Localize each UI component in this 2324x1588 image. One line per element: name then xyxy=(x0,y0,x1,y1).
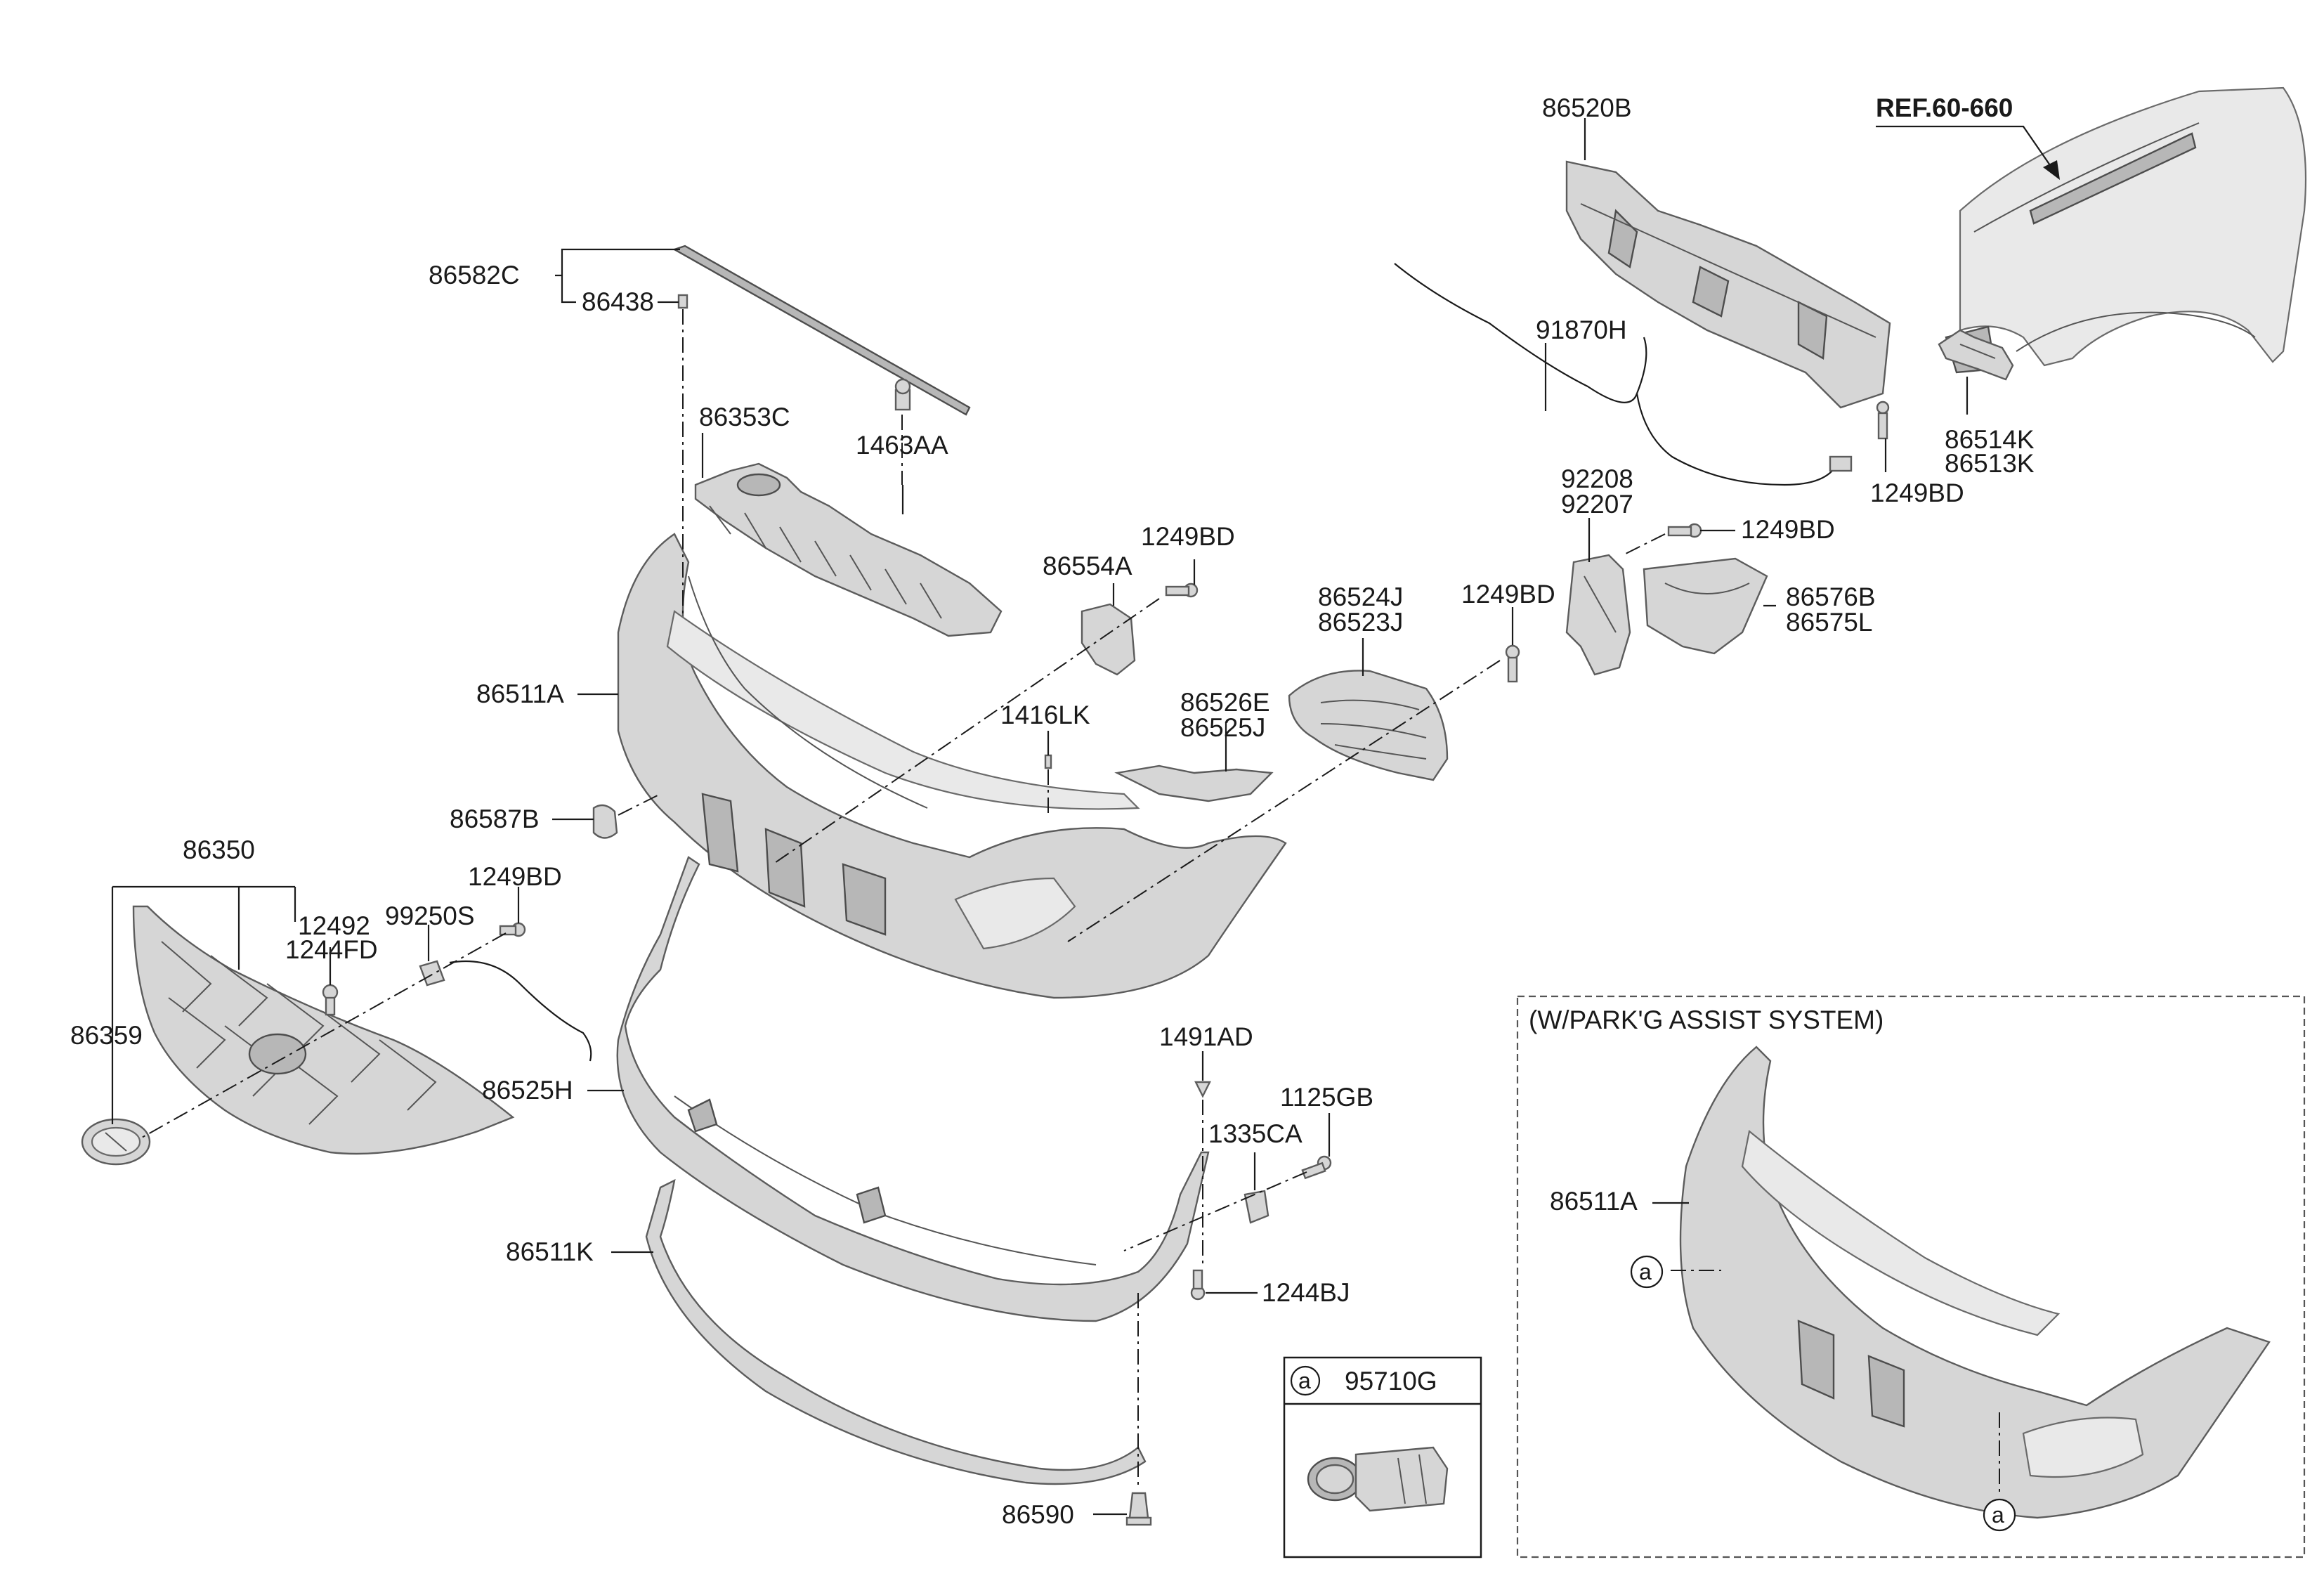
side-cover xyxy=(1643,557,1768,655)
center-bracket xyxy=(1081,603,1136,676)
part-labels: REF.60-660 86520B 86582C 86438 91870H 86… xyxy=(70,93,2035,1529)
lamp-trim xyxy=(1114,764,1274,802)
label-1249BD-top: 1249BD xyxy=(1141,522,1235,551)
label-86524J: 86524J xyxy=(1318,583,1403,611)
bracket-bolt xyxy=(1667,523,1702,538)
energy-absorber xyxy=(1565,160,1891,409)
label-86353C: 86353C xyxy=(699,403,790,431)
label-86350: 86350 xyxy=(183,835,255,864)
label-86590: 86590 xyxy=(1002,1500,1074,1529)
label-86587B: 86587B xyxy=(450,805,540,833)
fender-bracket xyxy=(1938,329,2014,381)
fender-bolt xyxy=(1876,401,1890,440)
leader-lines xyxy=(111,118,2060,1516)
bracket-nut xyxy=(1243,1190,1269,1224)
label-86582C: 86582C xyxy=(429,261,520,289)
sensor-box xyxy=(1283,1356,1482,1558)
label-92207: 92207 xyxy=(1561,490,1633,519)
emblem xyxy=(81,1118,151,1166)
sensor-box-part-label: 95710G xyxy=(1345,1367,1437,1395)
sensor-box-marker-circle xyxy=(1290,1365,1321,1396)
label-1416LK: 1416LK xyxy=(1000,701,1090,729)
label-1491AD: 1491AD xyxy=(1159,1022,1253,1051)
label-1249BD-bracket: 1249BD xyxy=(1741,515,1835,544)
skid-plate xyxy=(645,1178,1147,1485)
sensor-box-marker: a xyxy=(1298,1368,1311,1393)
label-1244FD: 1244FD xyxy=(285,935,378,964)
assembly-lines xyxy=(140,309,2000,1497)
radiator-grille xyxy=(132,905,515,1155)
fog-lamp-bolt xyxy=(1505,644,1520,683)
inset-marker-2: a xyxy=(1992,1502,2004,1528)
inset-frame xyxy=(1516,995,2306,1558)
bottom-clip xyxy=(1125,1492,1152,1526)
label-1335CA: 1335CA xyxy=(1208,1119,1303,1148)
fog-lamp-cover xyxy=(1288,670,1449,781)
label-1125GB: 1125GB xyxy=(1280,1083,1373,1112)
lower-bumper xyxy=(616,856,1210,1322)
label-86525J: 86525J xyxy=(1180,713,1265,742)
grille-clip xyxy=(894,378,911,411)
lower-bolt xyxy=(1301,1155,1332,1180)
label-86359: 86359 xyxy=(70,1021,143,1050)
park-assist-sensor xyxy=(1307,1446,1449,1512)
label-1249BD-mid: 1249BD xyxy=(1461,580,1555,608)
inset-marker-1: a xyxy=(1639,1259,1652,1284)
label-99250S: 99250S xyxy=(385,902,475,930)
front-camera xyxy=(419,960,592,1062)
small-clip xyxy=(1044,754,1052,769)
upper-grille-bracket xyxy=(694,462,1003,637)
label-86525H: 86525H xyxy=(482,1076,573,1105)
inset-marker-circle-2 xyxy=(1983,1498,2016,1532)
front-bumper-cover xyxy=(617,533,1287,999)
lower-screw xyxy=(1190,1269,1206,1301)
camera-bolt xyxy=(499,922,526,937)
label-1244BJ: 1244BJ xyxy=(1262,1278,1350,1307)
side-bracket xyxy=(1565,554,1631,676)
tow-hook-cap xyxy=(592,804,618,839)
label-1463AA: 1463AA xyxy=(856,431,948,460)
label-12492: 12492 xyxy=(298,911,370,940)
inset-marker-circle-1 xyxy=(1630,1255,1664,1289)
wiring-harness xyxy=(1394,263,1853,486)
molding-clip xyxy=(677,294,688,309)
label-86513K: 86513K xyxy=(1945,449,2035,478)
label-86520B: 86520B xyxy=(1542,93,1632,122)
label-91870H: 91870H xyxy=(1536,315,1627,344)
label-86576B: 86576B xyxy=(1786,583,1876,611)
label-92208: 92208 xyxy=(1561,464,1633,493)
label-1249BD-fender: 1249BD xyxy=(1870,479,1964,507)
label-1249BD-left: 1249BD xyxy=(468,862,562,891)
fender xyxy=(1945,86,2307,374)
label-86523J: 86523J xyxy=(1318,608,1403,637)
label-86554A: 86554A xyxy=(1043,552,1132,580)
label-86526E: 86526E xyxy=(1180,688,1270,717)
label-86438: 86438 xyxy=(582,287,654,316)
lower-clip xyxy=(1194,1081,1211,1098)
label-86511A: 86511A xyxy=(476,679,564,708)
grille-screw xyxy=(322,984,339,1016)
label-86575L: 86575L xyxy=(1786,608,1872,637)
label-86511A-inset: 86511A xyxy=(1550,1187,1638,1216)
label-86514K: 86514K xyxy=(1945,425,2035,454)
reference-label: REF.60-660 xyxy=(1876,93,2013,122)
inset-bumper-cover xyxy=(1679,1046,2271,1519)
upper-molding xyxy=(672,245,971,416)
label-86511K: 86511K xyxy=(506,1237,594,1266)
center-bracket-bolt xyxy=(1165,583,1199,598)
inset-title: (W/PARK'G ASSIST SYSTEM) xyxy=(1529,1005,1884,1034)
